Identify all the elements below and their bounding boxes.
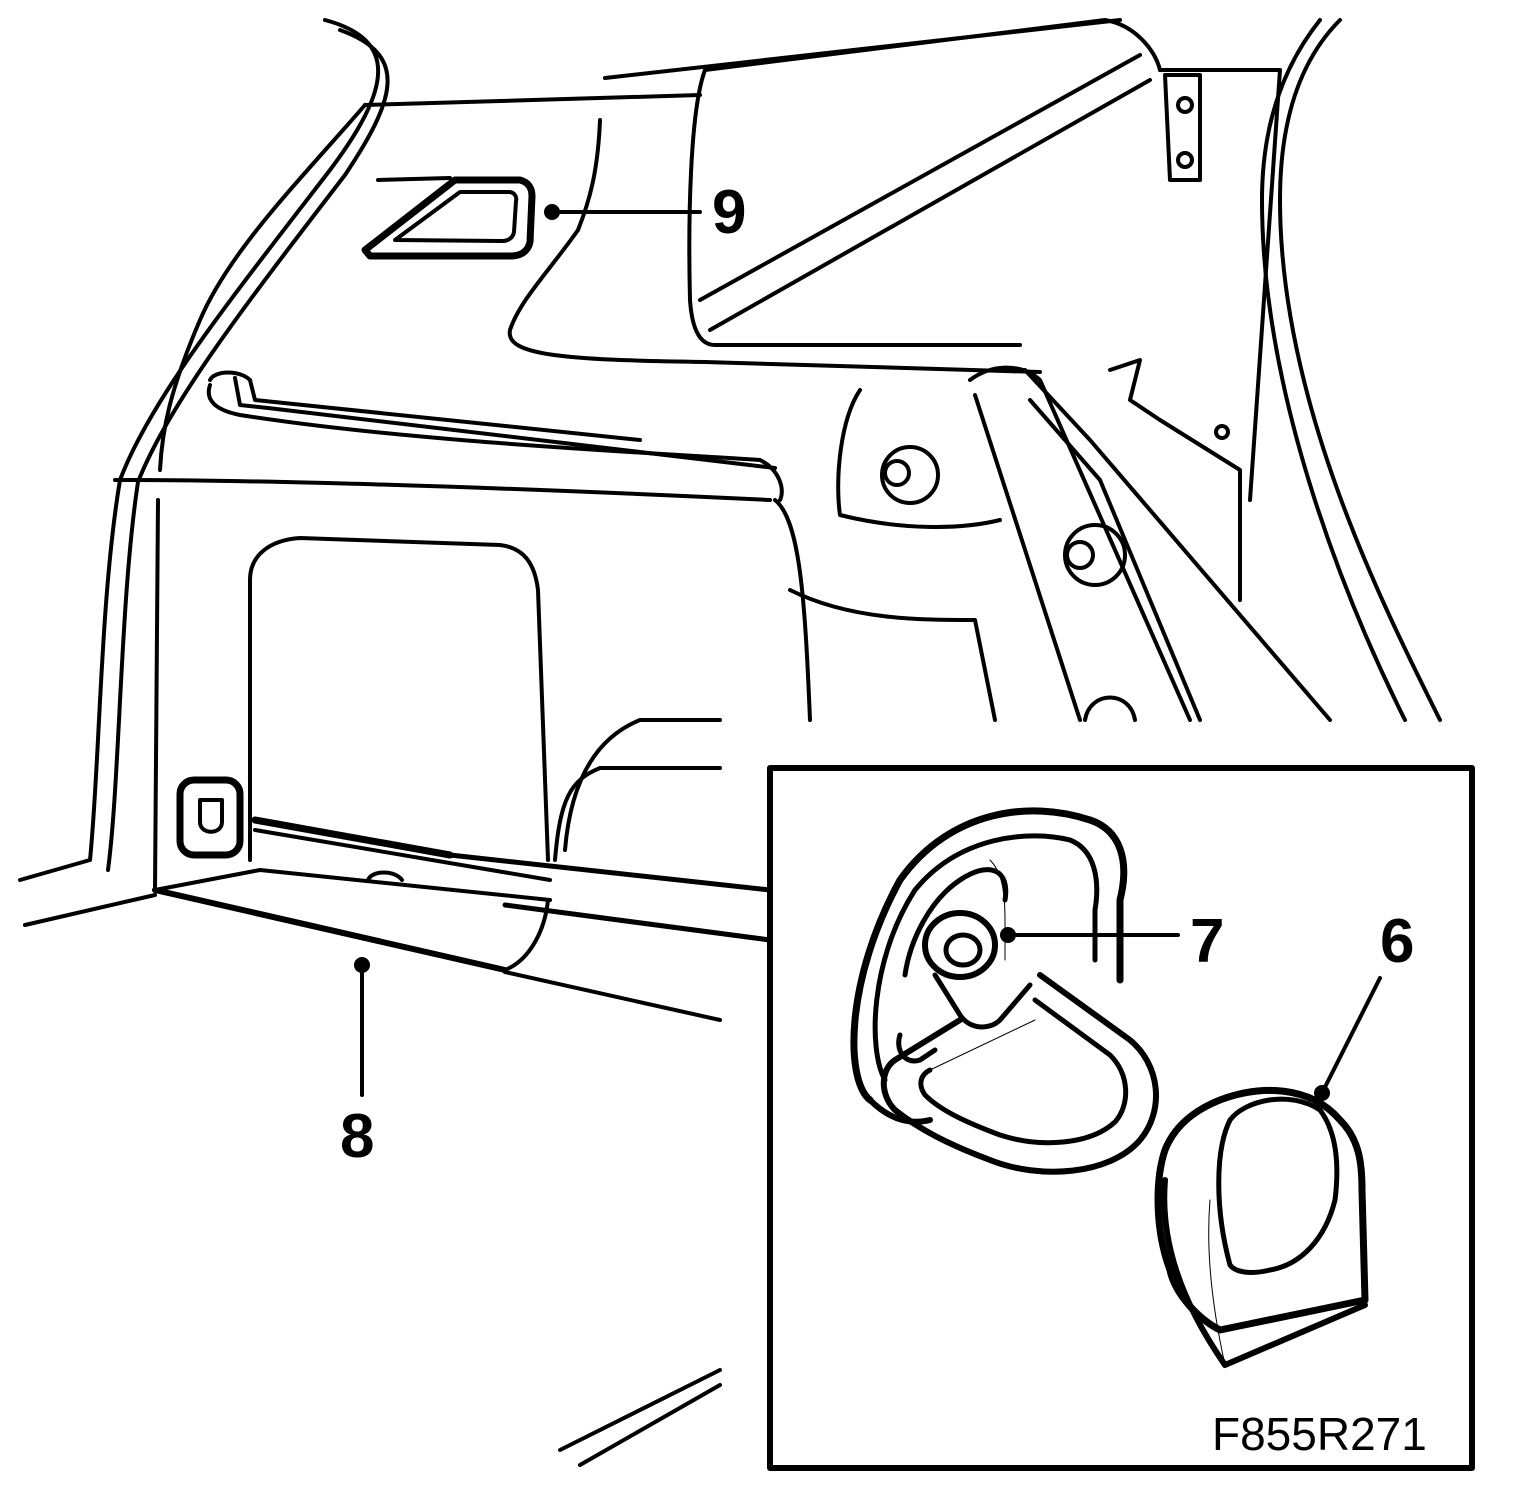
vent-grille-shadow [376,176,452,182]
bumper-line-1 [558,1368,722,1452]
lashing-ring-inner [918,997,1129,1146]
lashing-ring-outer [880,972,1159,1175]
stud-2-inner [1065,540,1095,570]
side-recess-upper [563,718,722,852]
luggage-compartment-view [18,18,1442,1467]
wheel-arch-cover [248,536,550,862]
sill-strip-thin [253,828,552,882]
d-pillar-inner [1260,18,1407,722]
leader-dot-6 [1314,1085,1330,1101]
lower-panel-left-edge [153,498,160,892]
detail-inset [767,765,1475,1471]
sill-panel-top [153,868,552,902]
figure-code: F855R271 [1212,1408,1427,1460]
leader-line-6 [1320,976,1382,1095]
upper-trim-panel-outline [158,103,367,472]
cover-cap-face [1216,1096,1340,1275]
lashing-eye-housing-inner [872,833,1100,1083]
stud-1-outer [880,445,940,505]
window-trim-strip-lower [708,78,1152,332]
lashing-ring-bar [929,1019,1036,1071]
c-pillar-inner-curve [106,28,390,872]
floor-edge-long [447,852,773,893]
sill-bump [366,870,404,882]
leader-dot-9 [544,204,560,220]
quarter-window-outline [687,68,1022,347]
strut-arm-c [1023,368,1332,722]
strut-arm-b [973,393,1082,722]
panel-lashing-eye-recess [176,776,244,859]
stud-3 [1083,695,1137,722]
pivot-bolt-outer [922,910,998,980]
floor-edge-long-lower [502,902,773,943]
pivot-bolt-inner [943,932,983,968]
callout-8: 8 [340,1102,374,1171]
lashing-eye-housing-outer [850,807,1128,1104]
body-bracket [836,388,1002,529]
trim-ledge-line [266,406,777,470]
hinge-arm [1158,68,1282,502]
lower-panel-right-edge [773,498,812,722]
cover-cap-rim [1161,1177,1368,1368]
side-recess-lower [553,766,722,862]
d-pillar-outer [1278,18,1442,722]
c-pillar-outer-curve [18,18,381,882]
hinge-plate [1163,73,1202,182]
window-trim-strip-upper [698,53,1142,302]
bumper-line-2 [578,1383,722,1467]
body-bracket-lower [788,588,997,722]
panel-crease-vertical [576,118,602,232]
callout-7: 7 [1190,907,1224,976]
pivot-sleeve-end [896,1032,938,1064]
trim-ledge-upper [208,370,642,442]
callout-6: 6 [1380,907,1414,976]
vent-grille-outer [361,176,536,260]
lashing-eye-pocket [902,867,1009,978]
lower-panel-top-edge [113,478,772,502]
latch-hole [1214,424,1230,440]
leader-dots [354,204,1330,1101]
floor-left-edge [23,893,157,927]
lashing-eye-housing-base [867,1097,933,1125]
callout-9: 9 [712,178,746,247]
trim-ledge-clip [233,376,270,410]
panel-crease-lower [507,228,707,364]
vent-grille-inner [393,190,519,243]
hinge-bolt-2 [1176,151,1194,169]
strut-arm-d [1028,398,1202,722]
sill-panel-front [152,887,508,973]
pivot-sleeve [932,972,1033,1030]
sill-strip-dark [251,816,454,859]
cover-cap-side [1208,1199,1226,1366]
leader-dot-7 [1000,927,1016,943]
hinge-bolt-1 [1176,96,1194,114]
floor-edge-bottom [503,970,722,1022]
window-frame-top [703,18,1162,72]
leader-dot-8 [354,957,370,973]
leader-lines [360,210,1382,1097]
latch-piece [1108,358,1242,602]
stud-1-inner [883,459,911,487]
lashing-eye-pocket-back [989,859,1006,961]
headliner-edge [363,93,702,107]
panel-lashing-eye-slot [198,798,224,834]
strut-arm-a [968,365,1192,722]
